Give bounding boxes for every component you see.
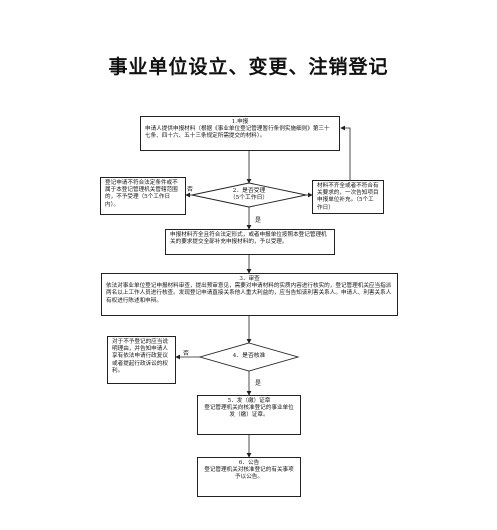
step-2-label: 2．是否受理 （5个工作日） bbox=[200, 188, 298, 202]
decision-diamond-accept bbox=[191, 182, 307, 208]
decision-diamond-approve bbox=[198, 342, 300, 372]
accept-note: 申报材料齐全且符合法定形式，或者申报单位按照本登记管理机关的要求提交全部补充申报… bbox=[165, 229, 335, 255]
deny-registration: 对于不予登记的应当说明理由，并告知申请人享有依法申请行政复议或者提起行政诉讼的权… bbox=[107, 336, 176, 384]
deny-text: 对于不予登记的应当说明理由，并告知申请人享有依法申请行政复议或者提起行政诉讼的权… bbox=[112, 339, 168, 374]
yes-label-step4: 是 bbox=[255, 380, 262, 387]
step-2-sub: （5个工作日） bbox=[229, 195, 269, 201]
step-3-title: 3．审查 bbox=[239, 276, 260, 282]
arrow-supplement-to-1 bbox=[340, 125, 351, 180]
step-3-body: 依法对事业单位登记申报材料审查，提出预审意见，需要对申请材料的实质内容进行核实的… bbox=[106, 283, 392, 304]
step-6-title: 6．公告 bbox=[238, 460, 260, 466]
step-6-body: 登记管理机关对核准登记的有关事项予以公告。 bbox=[204, 467, 294, 481]
supplement-materials: 材料不齐全或者不符合有关要求的，一次告知项目申报单位补充。（5个工作日） bbox=[312, 180, 384, 214]
step-6-announcement: 6．公告 登记管理机关对核准登记的有关事项予以公告。 bbox=[197, 457, 301, 497]
step-5-title: 5．发（缴）证章 bbox=[227, 398, 271, 404]
step-1-title: 1.申报 bbox=[231, 119, 249, 125]
reject-not-accepted: 登记申请不符合法定条件或不属于本登记管理机关管辖范围的，不予受理（5个工作日内）… bbox=[100, 177, 186, 215]
step-4-label: 4．是否核准 bbox=[232, 353, 266, 359]
step-1-apply: 1.申报 申请人提供申报材料（根据《事业单位登记管理暂行条例实施细则》第三十七条… bbox=[140, 116, 340, 151]
step-5-body: 登记管理机关向核准登记的事业单位发（缴）证章。 bbox=[204, 405, 294, 419]
accept-note-text: 申报材料齐全且符合法定形式，或者申报单位按照本登记管理机关的要求提交全部补充申报… bbox=[170, 232, 327, 246]
step-2-title: 2．是否受理 bbox=[232, 188, 266, 194]
step-3-review: 3．审查 依法对事业单位登记申报材料审查，提出预审意见，需要对申请材料的实质内容… bbox=[101, 273, 398, 316]
page-title: 事业单位设立、变更、注销登记 bbox=[108, 56, 389, 78]
step-1-body: 申请人提供申报材料（根据《事业单位登记管理暂行条例实施细则》第三十七条、四十六、… bbox=[145, 126, 330, 140]
reject-text: 登记申请不符合法定条件或不属于本登记管理机关管辖范围的，不予受理（5个工作日内）… bbox=[105, 180, 178, 208]
no-label-step2: 否 bbox=[187, 186, 194, 193]
supplement-text: 材料不齐全或者不符合有关要求的，一次告知项目申报单位补充。（5个工作日） bbox=[317, 183, 379, 211]
step-5-issue-certificate: 5．发（缴）证章 登记管理机关向核准登记的事业单位发（缴）证章。 bbox=[197, 395, 301, 435]
no-label-step4: 否 bbox=[183, 350, 190, 357]
yes-label-step2: 是 bbox=[255, 217, 262, 224]
